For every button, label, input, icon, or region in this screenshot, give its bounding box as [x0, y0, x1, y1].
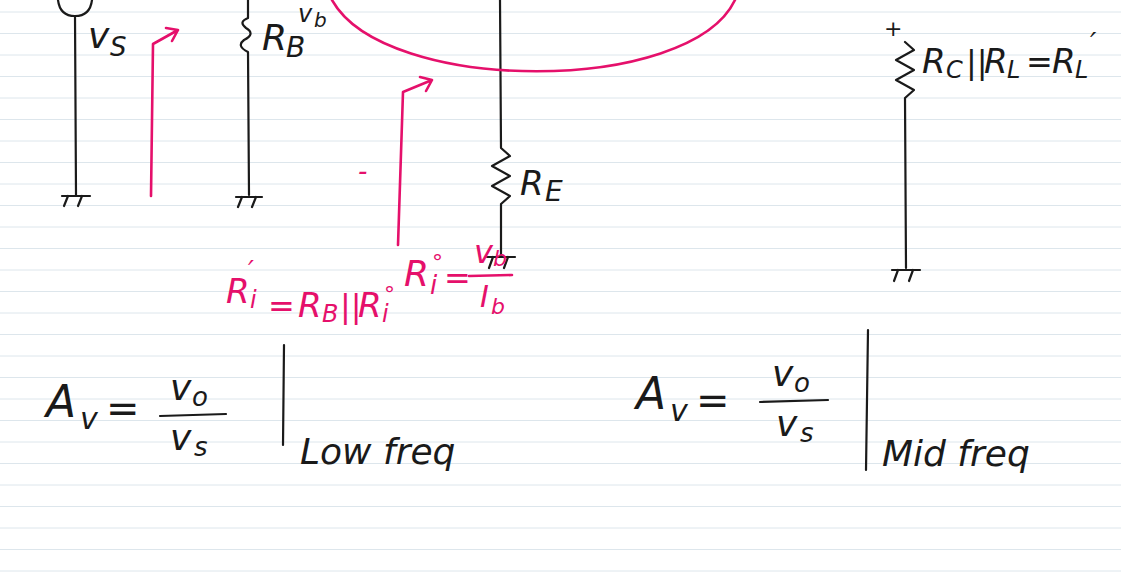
- fraction-bar: [160, 414, 226, 416]
- resistor-symbol: [492, 0, 510, 255]
- transistor-circle: [332, 0, 735, 71]
- math-symbol: =: [268, 290, 295, 322]
- source-symbol: [58, 0, 92, 16]
- math-symbol: o: [794, 370, 810, 396]
- math-symbol: b: [493, 248, 507, 270]
- math-symbol: R: [262, 20, 287, 56]
- ruling-line: [0, 377, 1121, 378]
- looking-in-arrow: [398, 77, 432, 245]
- math-symbol: s: [800, 420, 814, 446]
- math-symbol: R: [298, 288, 322, 322]
- ruling-line: [0, 313, 1121, 314]
- ruling-line: [0, 270, 1121, 271]
- math-symbol: L: [1075, 58, 1088, 82]
- math-symbol: v: [776, 406, 797, 442]
- math-symbol: R: [520, 166, 544, 200]
- ruling-line: [0, 12, 1121, 13]
- math-symbol: °: [384, 284, 395, 306]
- math-symbol: =: [106, 388, 140, 428]
- math-symbol: C: [946, 58, 963, 82]
- math-symbol: R: [1052, 44, 1076, 78]
- math-symbol: v: [298, 2, 312, 26]
- frequency-note: Low freq: [300, 434, 455, 470]
- math-symbol: R: [922, 44, 946, 78]
- ruling-line: [0, 119, 1121, 120]
- fraction-bar: [760, 400, 828, 402]
- math-symbol: =: [444, 262, 471, 294]
- ruling-line: [0, 162, 1121, 163]
- math-symbol: i: [430, 272, 437, 298]
- math-symbol: ′: [248, 258, 254, 284]
- math-symbol: v: [80, 404, 98, 434]
- math-symbol: =: [1026, 46, 1053, 78]
- looking-in-arrow: [151, 28, 178, 196]
- math-symbol: R: [984, 44, 1008, 78]
- math-symbol: v: [170, 420, 191, 456]
- math-symbol: i: [250, 288, 257, 312]
- math-symbol: R: [358, 288, 382, 322]
- math-symbol: B: [286, 34, 305, 62]
- math-symbol: R: [404, 256, 429, 292]
- math-symbol: E: [545, 178, 563, 206]
- ruling-line: [0, 33, 1121, 34]
- ground-symbol: [62, 196, 90, 206]
- frequency-note: Mid freq: [882, 436, 1030, 472]
- math-symbol: B: [322, 302, 338, 326]
- math-symbol: ′: [1090, 30, 1096, 58]
- math-symbol: b: [491, 296, 505, 318]
- ruling-line: [0, 55, 1121, 56]
- ruling-line: [0, 528, 1121, 529]
- math-symbol: v: [670, 396, 688, 426]
- math-symbol: v: [772, 356, 793, 392]
- ruling-line: [0, 399, 1121, 400]
- ruling-line: [0, 248, 1121, 249]
- ruling-line: [0, 98, 1121, 99]
- math-symbol: v: [88, 18, 109, 54]
- ground-symbol: [892, 270, 920, 281]
- math-symbol: =: [696, 380, 730, 420]
- ruling-line: [0, 420, 1121, 421]
- math-symbol: s: [194, 434, 208, 460]
- math-symbol: v: [474, 236, 493, 268]
- resistor-symbol: [896, 42, 914, 268]
- ruling-line: [0, 356, 1121, 357]
- ruling-line: [0, 334, 1121, 335]
- ruling-line: [0, 227, 1121, 228]
- math-symbol: S: [110, 34, 127, 60]
- ruling-line: [0, 549, 1121, 550]
- ground-symbol: [236, 197, 262, 207]
- math-symbol: b: [314, 10, 327, 30]
- ruling-line: [0, 291, 1121, 292]
- ruling-line: [0, 571, 1121, 572]
- fraction-bar: [469, 275, 512, 276]
- math-symbol: I: [480, 282, 489, 312]
- ruling-line: [0, 141, 1121, 142]
- notebook-ruling: [0, 12, 1121, 571]
- math-symbol: A: [46, 380, 76, 424]
- math-symbol: L: [1007, 58, 1020, 82]
- math-symbol: +: [884, 18, 902, 40]
- math-symbol: o: [192, 384, 208, 410]
- math-symbol: A: [636, 372, 666, 416]
- math-symbol: R: [226, 274, 250, 308]
- math-symbol: -: [358, 158, 367, 184]
- wire: [75, 16, 76, 195]
- ruling-line: [0, 506, 1121, 507]
- evaluation-bar: [866, 330, 868, 470]
- math-symbol: v: [170, 370, 191, 406]
- resistor-symbol: [241, 0, 251, 195]
- evaluation-bar: [283, 345, 284, 445]
- ruling-line: [0, 485, 1121, 486]
- math-symbol: °: [432, 252, 443, 274]
